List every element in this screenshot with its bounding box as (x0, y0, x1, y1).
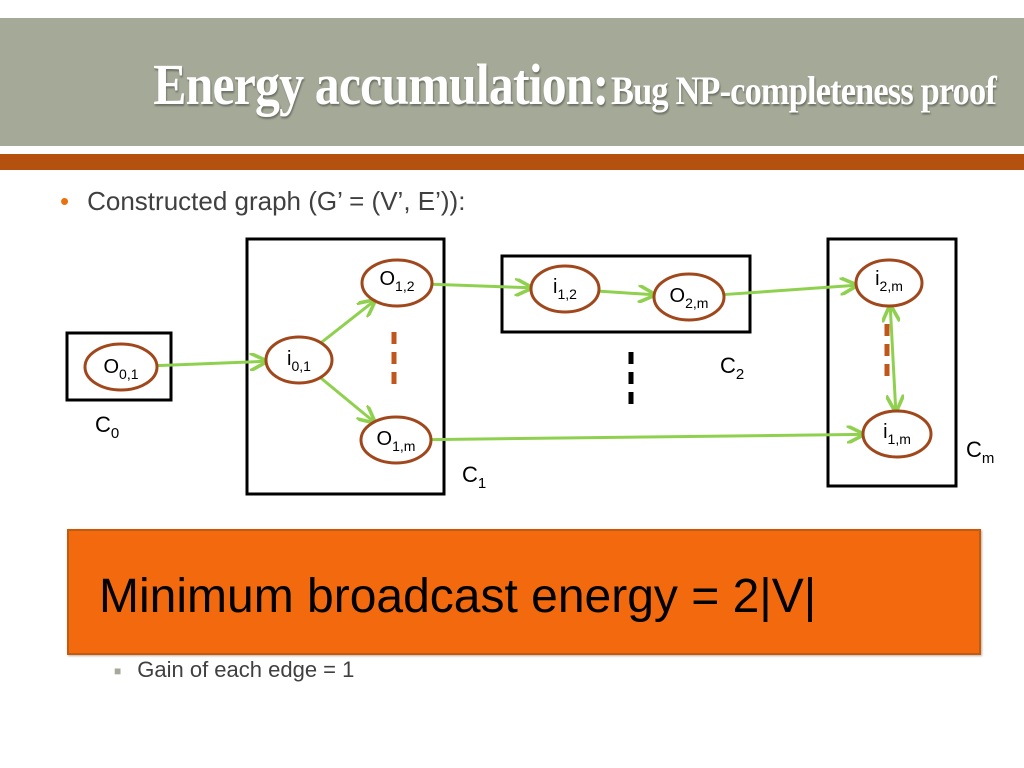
svg-text:i1,2: i1,2 (553, 276, 577, 302)
component-label-c1: C1 (462, 462, 486, 492)
node-o01: O0,1 (83, 342, 159, 392)
component-label-c2-base: C (720, 353, 736, 378)
node-o12: O1,2 (360, 258, 434, 308)
sub-bullet-item: ■ Gain of each edge = 1 (114, 657, 354, 683)
svg-text:O0,1: O0,1 (103, 356, 138, 382)
node-o01-sub: 0,1 (119, 366, 139, 382)
title-divider-orange (0, 154, 1024, 170)
node-i01-base: i (287, 348, 291, 370)
node-i2m: i2,m (854, 258, 924, 308)
result-callout: Minimum broadcast energy = 2|V| (67, 529, 981, 655)
component-label-c0-sub: 0 (111, 425, 119, 442)
node-o01-base: O (103, 356, 119, 378)
title-sub: Bug NP-completeness proof (611, 68, 997, 113)
slide-title: Energy accumulation: Bug NP-completeness… (153, 18, 997, 146)
component-label-c1-sub: 1 (478, 475, 486, 492)
component-label-c2: C2 (720, 353, 744, 383)
edge-o2m-i2m (723, 285, 856, 297)
node-i2m-sub: 2,m (880, 278, 903, 294)
node-i12-base: i (553, 276, 557, 298)
node-o1m-base: O (377, 428, 393, 450)
square-bullet-icon: ■ (114, 664, 122, 679)
component-label-cm-sub: m (982, 450, 995, 467)
node-o12-sub: 1,2 (395, 278, 415, 294)
component-label-cm-base: C (966, 437, 982, 462)
svg-text:i1,m: i1,m (883, 421, 911, 447)
edge-o12-i12 (431, 284, 531, 288)
svg-text:i0,1: i0,1 (287, 348, 311, 374)
svg-text:i2,m: i2,m (875, 268, 903, 294)
node-i2m-base: i (875, 268, 879, 290)
result-text: Minimum broadcast energy = 2|V| (99, 570, 817, 623)
node-o12-base: O (379, 268, 395, 290)
component-label-c0-base: C (95, 412, 111, 437)
component-box-c1 (245, 237, 446, 496)
edge-o1m-i1m (430, 434, 863, 439)
title-bar: Energy accumulation: Bug NP-completeness… (0, 18, 1024, 146)
edges (156, 284, 896, 439)
edge-i01-o12 (319, 301, 375, 344)
svg-text:O2,m: O2,m (670, 285, 709, 311)
title-divider-thin (0, 146, 1024, 152)
node-i1m-base: i (883, 421, 887, 443)
node-i01: i0,1 (264, 335, 334, 385)
component-label-c0: C0 (95, 412, 119, 442)
edge-i12-o2m (598, 291, 654, 295)
bullet-item: • Constructed graph (G’ = (V’, E’)): (60, 186, 465, 217)
bullet-text: Constructed graph (G’ = (V’, E’)): (87, 186, 466, 216)
edge-i2m-i1m (890, 306, 896, 411)
node-i1m: i1,m (861, 409, 933, 459)
component-label-cm: Cm (966, 437, 994, 467)
node-o2m: O2,m (652, 272, 726, 322)
node-o2m-base: O (670, 285, 686, 307)
node-i01-sub: 0,1 (291, 358, 311, 374)
node-o1m: O1,m (359, 415, 433, 465)
node-o1m-sub: 1,m (392, 438, 415, 454)
node-o2m-sub: 2,m (685, 295, 708, 311)
bullet-dot-icon: • (60, 186, 70, 216)
svg-text:O1,2: O1,2 (379, 268, 414, 294)
title-main: Energy accumulation: (153, 52, 609, 117)
component-label-c1-base: C (462, 462, 478, 487)
sub-bullet-text: Gain of each edge = 1 (137, 657, 355, 682)
node-i12-sub: 1,2 (557, 286, 577, 302)
edge-o01-i01 (156, 361, 266, 365)
node-i1m-sub: 1,m (888, 431, 911, 447)
component-label-c2-sub: 2 (736, 366, 744, 383)
svg-text:O1,m: O1,m (377, 428, 416, 454)
nodes: O0,1 i0,1 O1,2 O1,m i1,2 O2,m i2,m i1,m (83, 258, 933, 465)
node-i12: i1,2 (529, 264, 601, 314)
component-box-cm (826, 237, 958, 488)
edge-i01-o1m (319, 376, 374, 422)
